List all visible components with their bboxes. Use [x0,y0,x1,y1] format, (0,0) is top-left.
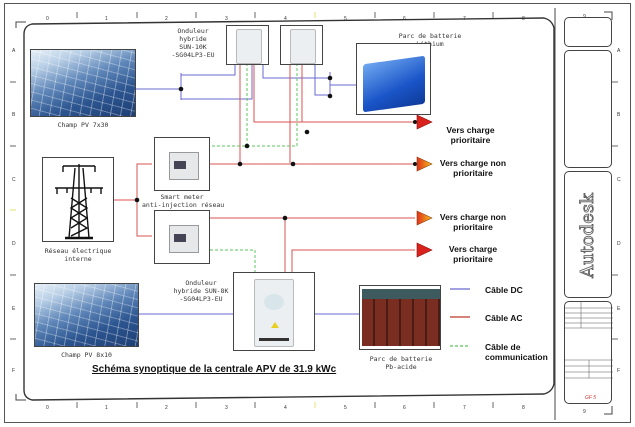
autodesk-logo: Autodesk [576,192,598,278]
grid-tower-image [42,157,114,242]
meter-icon [169,152,199,180]
col-label: 2 [165,16,168,22]
battery-cells-icon [362,289,440,346]
col-label: 4 [284,405,287,411]
pv-field-1-image [30,49,136,117]
corner-mark [15,394,26,401]
corner-mark [604,406,613,415]
col-label: 0 [46,405,49,411]
row-label: A [617,48,621,54]
smart-meter-1 [154,137,210,191]
col-label: 8 [522,405,525,411]
title-block-top [564,17,612,47]
legend-comm-label: Câble de communication [485,342,548,362]
col-label: 6 [403,405,406,411]
inverter-1-label: Onduleur hybride SUN-10K -SG04LP3-EU [171,27,215,59]
grid-ticks [10,12,618,408]
row-label: F [12,368,16,374]
arrow-priority-icon [416,114,433,130]
col-label: 5 [344,16,347,22]
col-label: 2 [165,405,168,411]
row-label: E [12,306,16,312]
title-block-info: GF 5 [564,301,613,404]
title-block-middle [564,50,612,168]
row-label: C [617,177,621,183]
col-label: 3 [225,16,228,22]
col-label: 1 [105,405,108,411]
row-label: F [617,368,621,374]
battery-icon [363,55,425,113]
inverter-2 [233,272,315,351]
inverter-icon [254,279,294,347]
title-block-logo-panel [564,171,612,298]
row-label: C [12,177,16,183]
row-label: D [12,241,16,247]
col-label: 4 [284,16,287,22]
col-label: 5 [344,405,347,411]
col-label: 8 [522,16,525,22]
lead-battery-label: Parc de batterie Pb-acide [369,355,433,371]
col-label: 7 [463,405,466,411]
col-label: 0 [46,16,49,22]
smart-meter-label: Smart meter anti-injection réseau [142,193,225,209]
row-label: A [12,48,16,54]
title-block-grid [565,302,613,379]
inverter-icon [290,29,316,64]
row-label: E [617,306,621,312]
ac-cables [114,63,415,272]
corner-mark [604,11,613,20]
arrow-priority-icon [416,242,433,258]
inner-border [23,17,555,401]
meter-icon [169,225,199,253]
smart-meter-2 [154,210,210,264]
power-tower-icon [55,164,103,240]
corner-mark [15,21,26,28]
col-label: 1 [105,16,108,22]
col-label: 3 [225,405,228,411]
dc-cables [134,63,359,315]
inverter-icon [236,29,262,64]
diagram-title: Schéma synoptique de la centrale APV de … [92,364,337,375]
inverter-1b [280,25,323,65]
lithium-battery-image [356,43,431,115]
row-label: D [617,241,621,247]
inverter-1 [226,25,269,65]
grid-label: Réseau électrique interne [44,247,112,263]
col-label: 9 [583,409,586,415]
pv-field-2-label: Champ PV 8x10 [61,351,112,359]
arrow-non-priority-icon [416,210,433,226]
row-label: B [617,112,621,118]
row-label: B [12,112,16,118]
sheet-id: GF 5 [585,395,597,401]
legend-ac-label: Câble AC [485,313,523,323]
lead-battery-image [359,285,441,350]
legend-dc-label: Câble DC [485,285,523,295]
arrow-non-priority-icon [416,156,433,172]
inverter-2-label: Onduleur hybride SUN-8K -SG04LP3-EU [173,279,229,303]
pv-field-2-image [34,283,139,347]
pv-field-1-label: Champ PV 7x30 [57,121,109,129]
